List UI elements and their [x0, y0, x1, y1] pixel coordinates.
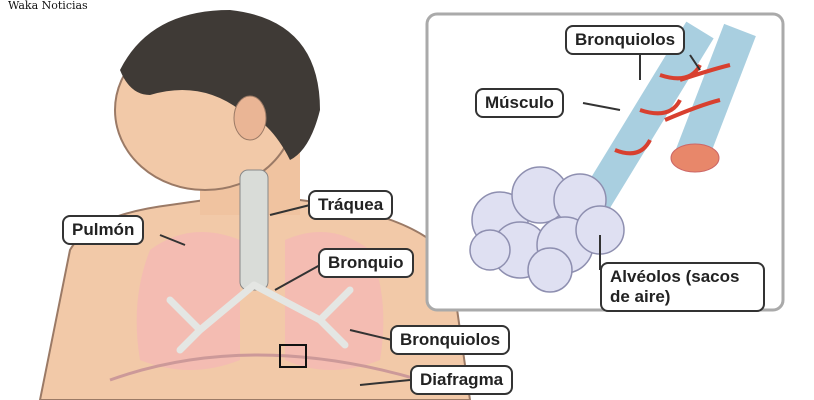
bronchi	[166, 281, 354, 354]
label-bronquio: Bronquio	[318, 248, 414, 278]
label-traquea: Tráquea	[308, 190, 394, 220]
zoom-box	[279, 344, 307, 368]
trachea	[239, 169, 269, 291]
label-bronquiolos-bottom: Bronquiolos	[390, 325, 511, 355]
label-alveolos-line1: Alvéolos (sacos	[610, 267, 740, 286]
watermark: Waka Noticias	[8, 0, 88, 12]
muscle-bands	[614, 63, 731, 156]
bronchiole-tube-2	[674, 23, 756, 167]
bronchiole-tube-1	[576, 21, 714, 219]
label-alveolos-line2: de aire)	[610, 287, 671, 306]
alveoli-cluster	[469, 166, 625, 293]
label-pulmon: Pulmón	[62, 215, 145, 245]
label-alveolos: Alvéolos (sacos de aire)	[600, 262, 765, 312]
diaphragm	[109, 353, 421, 382]
left-lung	[136, 232, 240, 370]
ear	[233, 95, 267, 141]
tube-opening	[670, 143, 720, 173]
pointer-lines	[159, 54, 701, 386]
label-bronquiolos-top: Bronquiolos	[565, 25, 686, 55]
label-diafragma: Diafragma	[410, 365, 514, 395]
label-musculo: Músculo	[475, 88, 564, 118]
hair	[120, 10, 320, 160]
